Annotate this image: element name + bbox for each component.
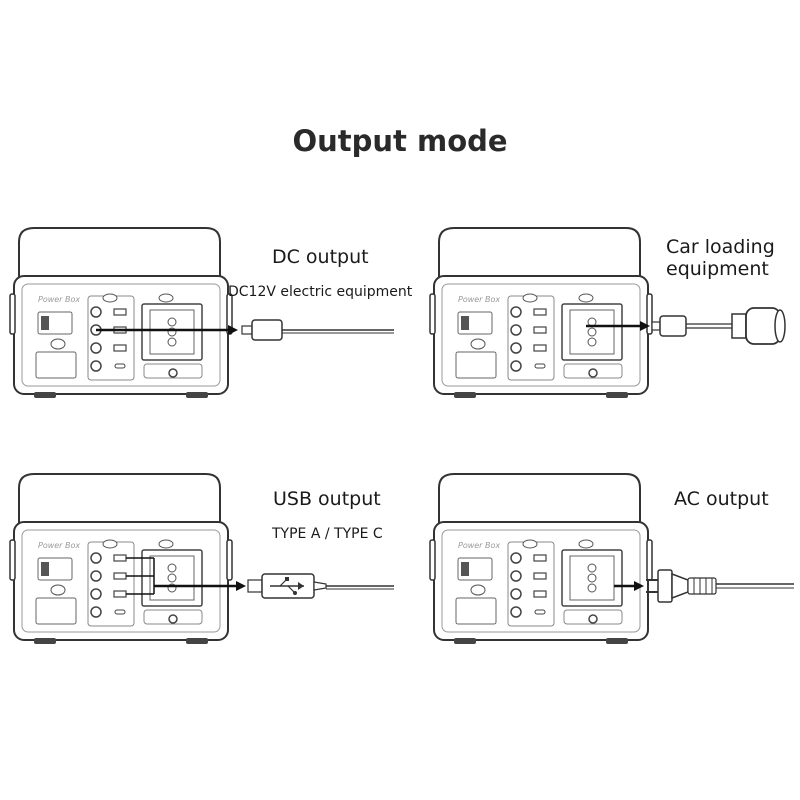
- ac-plug-icon: [646, 569, 794, 603]
- panel-label: DC output: [272, 246, 369, 268]
- panel-label: USB output: [273, 488, 381, 510]
- device-diagram: [429, 227, 786, 399]
- device-diagram: [9, 473, 394, 645]
- device-diagram: [429, 473, 794, 645]
- car-socket-icon: [651, 307, 786, 345]
- device-brand: Power Box: [38, 295, 81, 304]
- dc-barrel-plug-icon: [241, 319, 394, 341]
- usb-plug-icon: [247, 573, 394, 599]
- device-diagram: [9, 227, 394, 399]
- panel-label: AC output: [674, 488, 769, 510]
- panel-usb-output: Power Box USB output TYPE A / TYPE C: [9, 470, 394, 660]
- panel-car-loading: Power Box Car loading equipment: [429, 224, 794, 414]
- panel-sublabel: DC12V electric equipment: [228, 284, 413, 300]
- panel-sublabel: TYPE A / TYPE C: [272, 526, 383, 542]
- panel-dc-output: Power Box DC output DC12V electric equip…: [9, 224, 412, 414]
- panel-ac-output: Power Box AC output: [429, 470, 794, 660]
- page-title: Output mode: [292, 124, 508, 158]
- device-brand: Power Box: [38, 541, 81, 550]
- device-brand: Power Box: [458, 295, 501, 304]
- device-brand: Power Box: [458, 541, 501, 550]
- panel-label: Car loading equipment: [666, 236, 775, 280]
